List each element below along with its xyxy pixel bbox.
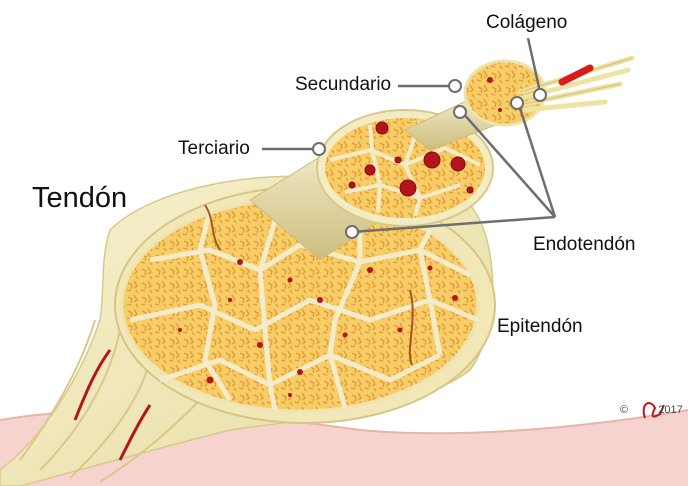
- tertiary-marker: [313, 143, 325, 155]
- copyright-year: 2017: [658, 404, 682, 416]
- secondary-label: Secundario: [295, 74, 391, 96]
- copyright-symbol: ©: [620, 404, 628, 416]
- tertiary-label: Terciario: [178, 138, 250, 160]
- collagen-label: Colágeno: [486, 12, 567, 34]
- secondary-marker: [449, 80, 461, 92]
- collagen-marker: [534, 89, 546, 101]
- endotendon-label: Endotendón: [533, 234, 636, 256]
- endotendon-marker-a: [346, 226, 358, 238]
- endotendon-marker-b: [454, 106, 466, 118]
- diagram-title: Tendón: [32, 182, 127, 215]
- copyright-notice: © 2017: [620, 404, 683, 416]
- endotendon-marker-c: [511, 97, 523, 109]
- epitendon-label: Epitendón: [497, 316, 583, 338]
